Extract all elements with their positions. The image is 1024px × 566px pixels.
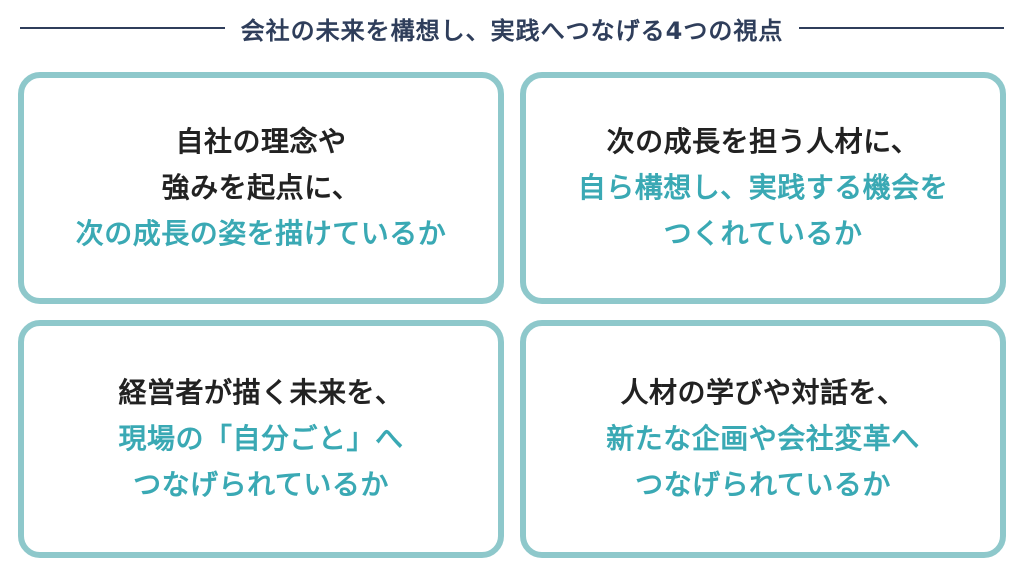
viewpoint-card-2: 次の成長を担う人材に、 自ら構想し、実践する機会を つくれているか	[520, 72, 1006, 304]
header-rule-right	[799, 27, 1005, 29]
card-line: 次の成長を担う人材に、	[606, 125, 920, 158]
header-rule-left	[20, 27, 225, 29]
card-line: 人材の学びや対話を、	[620, 376, 906, 409]
viewpoint-card-4: 人材の学びや対話を、 新たな企画や会社変革へ つなげられているか	[520, 320, 1006, 558]
card-line-accent: つなげられているか	[635, 468, 891, 501]
card-line: 経営者が描く未来を、	[118, 376, 404, 409]
page-title: 会社の未来を構想し、実践へつなげる4つの視点	[240, 16, 784, 45]
card-line: 強みを起点に、	[161, 171, 361, 204]
card-line-accent: つなげられているか	[133, 468, 389, 501]
card-line-accent: 新たな企画や会社変革へ	[606, 422, 920, 455]
card-line-accent: 次の成長の姿を描けているか	[75, 217, 447, 250]
card-text: 次の成長を担う人材に、 自ら構想し、実践する機会を つくれているか	[578, 119, 949, 257]
card-line: 自社の理念や	[175, 125, 347, 158]
viewpoint-card-3: 経営者が描く未来を、 現場の「自分ごと」へ つなげられているか	[18, 320, 504, 558]
card-text: 経営者が描く未来を、 現場の「自分ごと」へ つなげられているか	[118, 370, 403, 508]
card-line-accent: 現場の「自分ごと」へ	[118, 422, 404, 455]
card-text: 自社の理念や 強みを起点に、 次の成長の姿を描けているか	[76, 119, 447, 257]
viewpoint-card-1: 自社の理念や 強みを起点に、 次の成長の姿を描けているか	[18, 72, 504, 304]
card-line-accent: つくれているか	[663, 217, 863, 250]
card-text: 人材の学びや対話を、 新たな企画や会社変革へ つなげられているか	[606, 370, 920, 508]
card-line-accent: 自ら構想し、実践する機会を	[577, 171, 949, 204]
header: 会社の未来を構想し、実践へつなげる4つの視点	[20, 10, 1005, 46]
